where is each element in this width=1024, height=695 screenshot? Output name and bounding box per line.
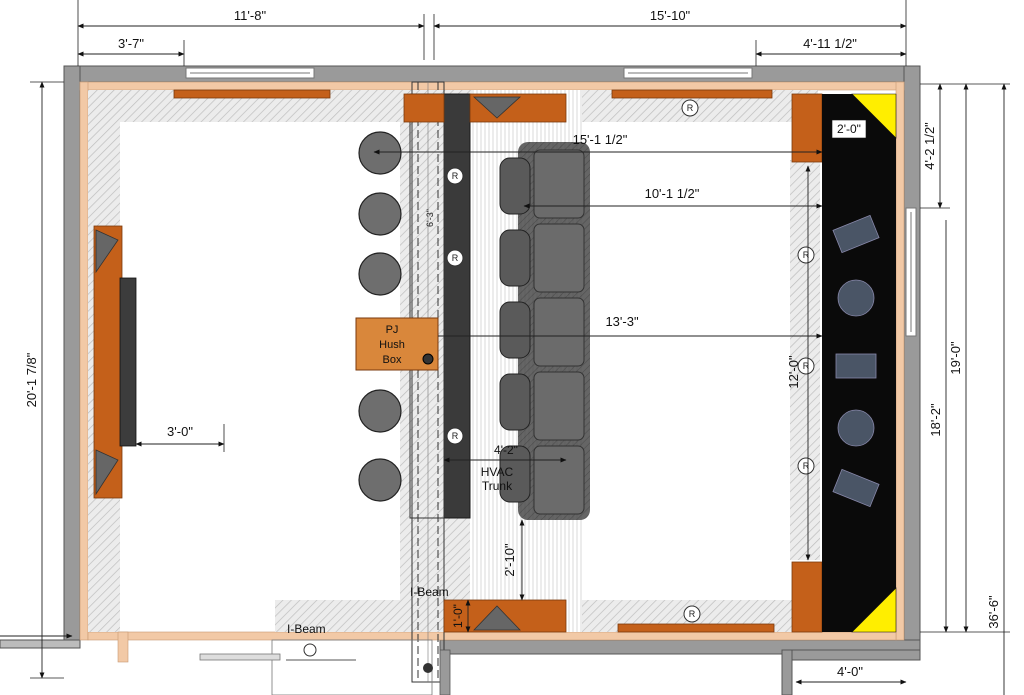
speaker-left-top-icon bbox=[95, 229, 119, 274]
seating-row bbox=[499, 142, 590, 520]
svg-text:R: R bbox=[803, 461, 810, 471]
soffit-bar bbox=[443, 93, 471, 519]
svg-text:R: R bbox=[452, 171, 459, 181]
cabinet-top-right bbox=[611, 89, 773, 99]
bar-stool bbox=[358, 131, 402, 175]
trim-left bbox=[79, 81, 89, 641]
dim-right-total: 36'-6" bbox=[986, 595, 1001, 629]
dim-top-left-window: 3'-7" bbox=[118, 36, 144, 51]
wall-left bbox=[63, 65, 81, 647]
bar-stool bbox=[358, 252, 402, 296]
trim-right bbox=[895, 81, 905, 641]
dim-screen-width: 12'-0" bbox=[786, 355, 801, 389]
recliner-seat bbox=[499, 301, 531, 359]
recliner-seat bbox=[499, 373, 531, 431]
dim-right-window: 4'-2 1/2" bbox=[922, 122, 937, 170]
speaker-stage-1 bbox=[832, 214, 880, 254]
walls bbox=[0, 65, 921, 695]
dim-aisle-left: 3'-0" bbox=[167, 424, 193, 439]
speaker-bottom-icon bbox=[473, 605, 521, 631]
speaker-stage-2 bbox=[835, 353, 877, 379]
dim-soffit-width: 6'-3" bbox=[425, 209, 435, 227]
dim-top-left-overall: 11'-8" bbox=[234, 8, 267, 23]
dim-left-height: 20'-1 7/8" bbox=[24, 352, 39, 407]
dim-beam-drop: 1'-0" bbox=[451, 604, 465, 628]
recessed-light: R bbox=[446, 167, 464, 185]
dim-right-room: 19'-0" bbox=[948, 341, 963, 375]
wall-right bbox=[903, 65, 921, 647]
dimensions-right: 4'-2 1/2" 19'-0" 18'-2" 36'-6" bbox=[920, 83, 1010, 695]
dim-right-inner: 18'-2" bbox=[928, 403, 943, 437]
pj-label-line1: PJ bbox=[386, 324, 399, 336]
dim-top-right-overall: 15'-10" bbox=[650, 8, 691, 23]
cabinet-top-center-a bbox=[403, 93, 445, 123]
dim-hvac-width: 4'-2" bbox=[494, 443, 518, 457]
recessed-light: R bbox=[683, 605, 701, 623]
hvac-label-line1: HVAC bbox=[481, 465, 514, 479]
projector-lens-icon bbox=[422, 353, 434, 365]
dimensions-interior: 2'-0" 15'-1 1/2" 10'-1 1/2" 13'-3" 12'-0… bbox=[135, 119, 867, 633]
svg-text:R: R bbox=[803, 250, 810, 260]
svg-text:R: R bbox=[452, 253, 459, 263]
i-beam-label-lower: I-Beam bbox=[287, 622, 326, 636]
dimensions-top: 11'-8" 15'-10" 3'-7" 4'-11 1/2" bbox=[77, 0, 907, 66]
speaker-stage-3 bbox=[832, 468, 880, 508]
recessed-light: R bbox=[797, 246, 815, 264]
svg-text:R: R bbox=[803, 361, 810, 371]
recessed-light: R bbox=[797, 457, 815, 475]
recliner-seat bbox=[499, 157, 531, 215]
recessed-light: R bbox=[446, 427, 464, 445]
recliner-back bbox=[533, 297, 585, 367]
fireplace-tv bbox=[119, 277, 137, 447]
bar-stools bbox=[358, 131, 402, 502]
recliner-back bbox=[533, 445, 585, 515]
recliner-back bbox=[533, 223, 585, 293]
cabinet-front-right-bottom bbox=[791, 561, 823, 633]
cabinet-bottom-right bbox=[617, 623, 775, 633]
recessed-light: R bbox=[681, 99, 699, 117]
bar-stool bbox=[358, 389, 402, 433]
corner-trap-bottom bbox=[851, 587, 897, 633]
cabinet-top-left bbox=[173, 89, 331, 99]
wall-step bbox=[781, 649, 793, 695]
stage-speakers bbox=[832, 214, 880, 508]
svg-text:R: R bbox=[452, 431, 459, 441]
bar-stool bbox=[358, 192, 402, 236]
door-threshold bbox=[199, 653, 281, 661]
svg-text:R: R bbox=[687, 103, 694, 113]
trim-top bbox=[79, 81, 905, 91]
fixture-icon bbox=[303, 643, 317, 657]
recliner-back bbox=[533, 371, 585, 441]
recessed-light: R bbox=[446, 249, 464, 267]
svg-text:R: R bbox=[689, 609, 696, 619]
corner-trap-top bbox=[851, 93, 897, 139]
dim-rear-clearance: 2'-10" bbox=[502, 543, 517, 577]
dim-screen-to-row: 10'-1 1/2" bbox=[645, 186, 700, 201]
bar-stool bbox=[358, 458, 402, 502]
i-beam-label: I-Beam bbox=[410, 585, 449, 599]
dim-screen-to-bar: 15'-1 1/2" bbox=[573, 132, 628, 147]
dim-bottom-step: 4'-0" bbox=[837, 664, 863, 679]
dimensions-left: 20'-1 7/8" bbox=[24, 81, 64, 679]
wall-step-top bbox=[791, 649, 921, 661]
pj-label-line2: Hush bbox=[379, 339, 405, 351]
speaker-left-bottom-icon bbox=[95, 449, 119, 496]
wall-lower-left bbox=[0, 639, 81, 649]
recliner-seat bbox=[499, 229, 531, 287]
lower-left-misc bbox=[0, 631, 451, 695]
hvac-label-line2: Trunk bbox=[482, 479, 513, 493]
speaker-top-icon bbox=[472, 96, 522, 119]
dim-screen-to-pj: 13'-3" bbox=[605, 314, 639, 329]
subwoofer-stage-1 bbox=[837, 279, 875, 317]
dim-stage-depth: 2'-0" bbox=[837, 122, 861, 136]
pj-label-line3: Box bbox=[383, 354, 402, 366]
trim-bottom bbox=[87, 631, 897, 641]
recliner-back bbox=[533, 149, 585, 219]
dim-top-right-window: 4'-11 1/2" bbox=[803, 36, 857, 51]
beam-post-icon bbox=[423, 663, 433, 673]
cabinets bbox=[93, 89, 823, 633]
subwoofer-stage-2 bbox=[837, 409, 875, 447]
